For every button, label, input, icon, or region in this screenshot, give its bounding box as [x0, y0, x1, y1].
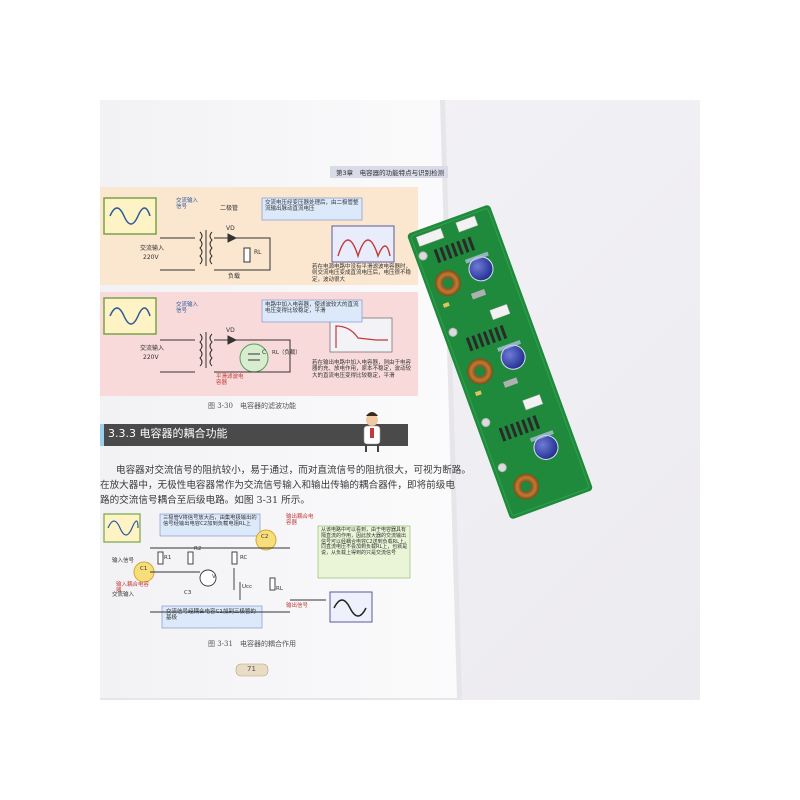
amplifier-circuit — [150, 547, 326, 613]
pcb-module-2 — [448, 303, 526, 397]
transistor-callout-box — [159, 513, 261, 537]
fig331-rc: RC — [240, 555, 248, 561]
fig330-top-rectify-callout: 交流电压经变压器处理后，由二极管整流输出脉动直流电压 — [265, 200, 359, 213]
output-signal-box — [329, 591, 373, 623]
running-header-bar — [330, 166, 448, 178]
fig330-bottom-note: 若在输出电路中加入电容器，则由于电容器的充、放电作用，原本不稳定，波动较大的直流… — [312, 360, 412, 379]
input-signal-box — [103, 513, 141, 543]
fig331-r2: R2 — [194, 546, 202, 552]
sine-wave-icon — [109, 307, 151, 325]
output-connector — [522, 394, 544, 411]
fig330-bottom-cap: C — [262, 349, 267, 356]
output-connector — [489, 303, 511, 321]
paragraph-line-2: 在放大器中，无极性电容器常作为交流信号输入和输出传输的耦合器件，即将前级电 — [100, 480, 455, 491]
coupling-figure — [103, 513, 411, 629]
sine-wave-icon — [107, 520, 139, 536]
fig330-top-ac-callout: 交流输入信号 — [176, 198, 199, 211]
figure-331-caption: 图 3-31 电容器的耦合作用 — [208, 640, 296, 648]
fig330-bottom-ac-callout: 交流输入信号 — [176, 302, 199, 315]
sine-wave-icon — [333, 599, 367, 617]
fig331-v: V — [212, 574, 216, 580]
mounting-hole — [481, 417, 491, 427]
figure-330-caption: 图 3-30 电容器的滤波功能 — [208, 402, 296, 410]
fig331-coupling-callout: 交流信号经耦合电容C1加到三极管的基极 — [166, 609, 256, 622]
fig331-c3: C3 — [184, 590, 192, 596]
fig330-bottom-voltage: 220V — [143, 354, 159, 361]
section-bar-accent — [100, 424, 104, 446]
fig330-bottom-rl: RL（负载） — [272, 350, 301, 356]
fig331-input-signal: 输入信号 — [112, 558, 135, 564]
output-connector — [455, 215, 479, 233]
fig330-top-rl: RL — [254, 249, 262, 256]
mounting-hole — [448, 327, 458, 337]
fig331-rl: RL — [276, 586, 283, 592]
running-header: 第3章 电容器的功能特点与识别检测 — [336, 168, 445, 177]
c2-highlight — [255, 529, 277, 551]
fig331-c1: C1 — [140, 566, 148, 572]
fig330-bottom-filter-callout: 电路中加入电容器，使滤波较大的直流电压变得比较稳定，平滑 — [265, 302, 359, 315]
fig331-c2: C2 — [261, 534, 269, 540]
fig331-r1: R1 — [164, 555, 172, 561]
amplifier-pcb — [407, 205, 593, 519]
filter-circuit — [160, 332, 291, 373]
fig331-output-signal: 输出信号 — [286, 603, 309, 609]
paragraph-line-1: 电容器对交流信号的阻抗较小，易于通过，而对直流信号的阻抗很大，可视为断路。 — [116, 465, 471, 476]
paragraph-line-3: 路的交流信号耦合至后级电路。如图 3-31 所示。 — [100, 495, 310, 506]
rectified-wave-icon — [337, 239, 391, 259]
fig331-ucc: Ucc — [242, 584, 253, 590]
fig330-top-load-callout: 负载 — [228, 273, 241, 280]
resistor-array — [433, 236, 476, 264]
fig331-output-cap-callout: 输出耦合电容器 — [286, 514, 314, 527]
section-title: 电容器的耦合功能 — [139, 427, 228, 440]
fig330-top-diode-callout: 二极管 — [220, 205, 239, 212]
input-connector — [415, 227, 445, 247]
fig330-top-voltage: 220V — [143, 254, 159, 261]
coupling-callout-box — [161, 605, 263, 629]
page-number: 71 — [247, 665, 256, 673]
filtered-wave-box — [329, 317, 393, 353]
fig330-bottom-ac-input: 交流输入 — [140, 345, 165, 352]
ac-signal-box-bottom — [103, 297, 157, 335]
fig330-bottom-vd: VD — [226, 327, 235, 334]
filtered-wave-icon — [335, 325, 388, 348]
fig331-ac-input: 交流输入 — [112, 592, 135, 598]
side-note-box — [317, 525, 411, 579]
mounting-hole — [497, 463, 507, 473]
ac-signal-box-top — [103, 197, 157, 235]
section-bar — [100, 424, 408, 446]
fig330-top-note: 若在电源电路中没有平滑滤波电容器时，则交流电压变成直流电压后，电压很不稳定，波动… — [312, 264, 412, 283]
sine-wave-icon — [109, 207, 151, 225]
presenter-illustration — [363, 412, 381, 452]
pcb-module-3 — [481, 394, 559, 500]
rectify-callout-box — [261, 197, 363, 221]
book: 第3章 电容器的功能特点与识别检测 — [100, 100, 462, 700]
fig330-top-ac-input: 交流输入 — [140, 245, 165, 252]
resistor-array — [498, 415, 541, 442]
filter-callout-box — [261, 299, 363, 323]
fig330-bottom-cap-callout: 平滑滤波电容器 — [216, 374, 244, 387]
fig331-input-cap-callout: 输入耦合电容器 — [116, 582, 150, 595]
resistor-array — [465, 324, 508, 352]
page-number-badge — [235, 663, 269, 677]
section-heading: 3.3.3 电容器的耦合功能 — [108, 427, 228, 441]
fig330-top-vd: VD — [226, 225, 235, 232]
pcb-module-1 — [415, 215, 494, 308]
fig331-transistor-callout: 三极管V将信号放大后，由集电极输出的信号经输出电容C2加到负载电阻RL上 — [163, 515, 257, 528]
rectifier-circuit — [160, 230, 271, 271]
section-number: 3.3.3 — [108, 427, 136, 440]
mounting-hole — [418, 251, 428, 261]
fig331-side-note: 从该电路中可以看到，由于电容器具有隔直流的作用，因此放大器的交流输出信号可以经耦… — [321, 527, 409, 556]
